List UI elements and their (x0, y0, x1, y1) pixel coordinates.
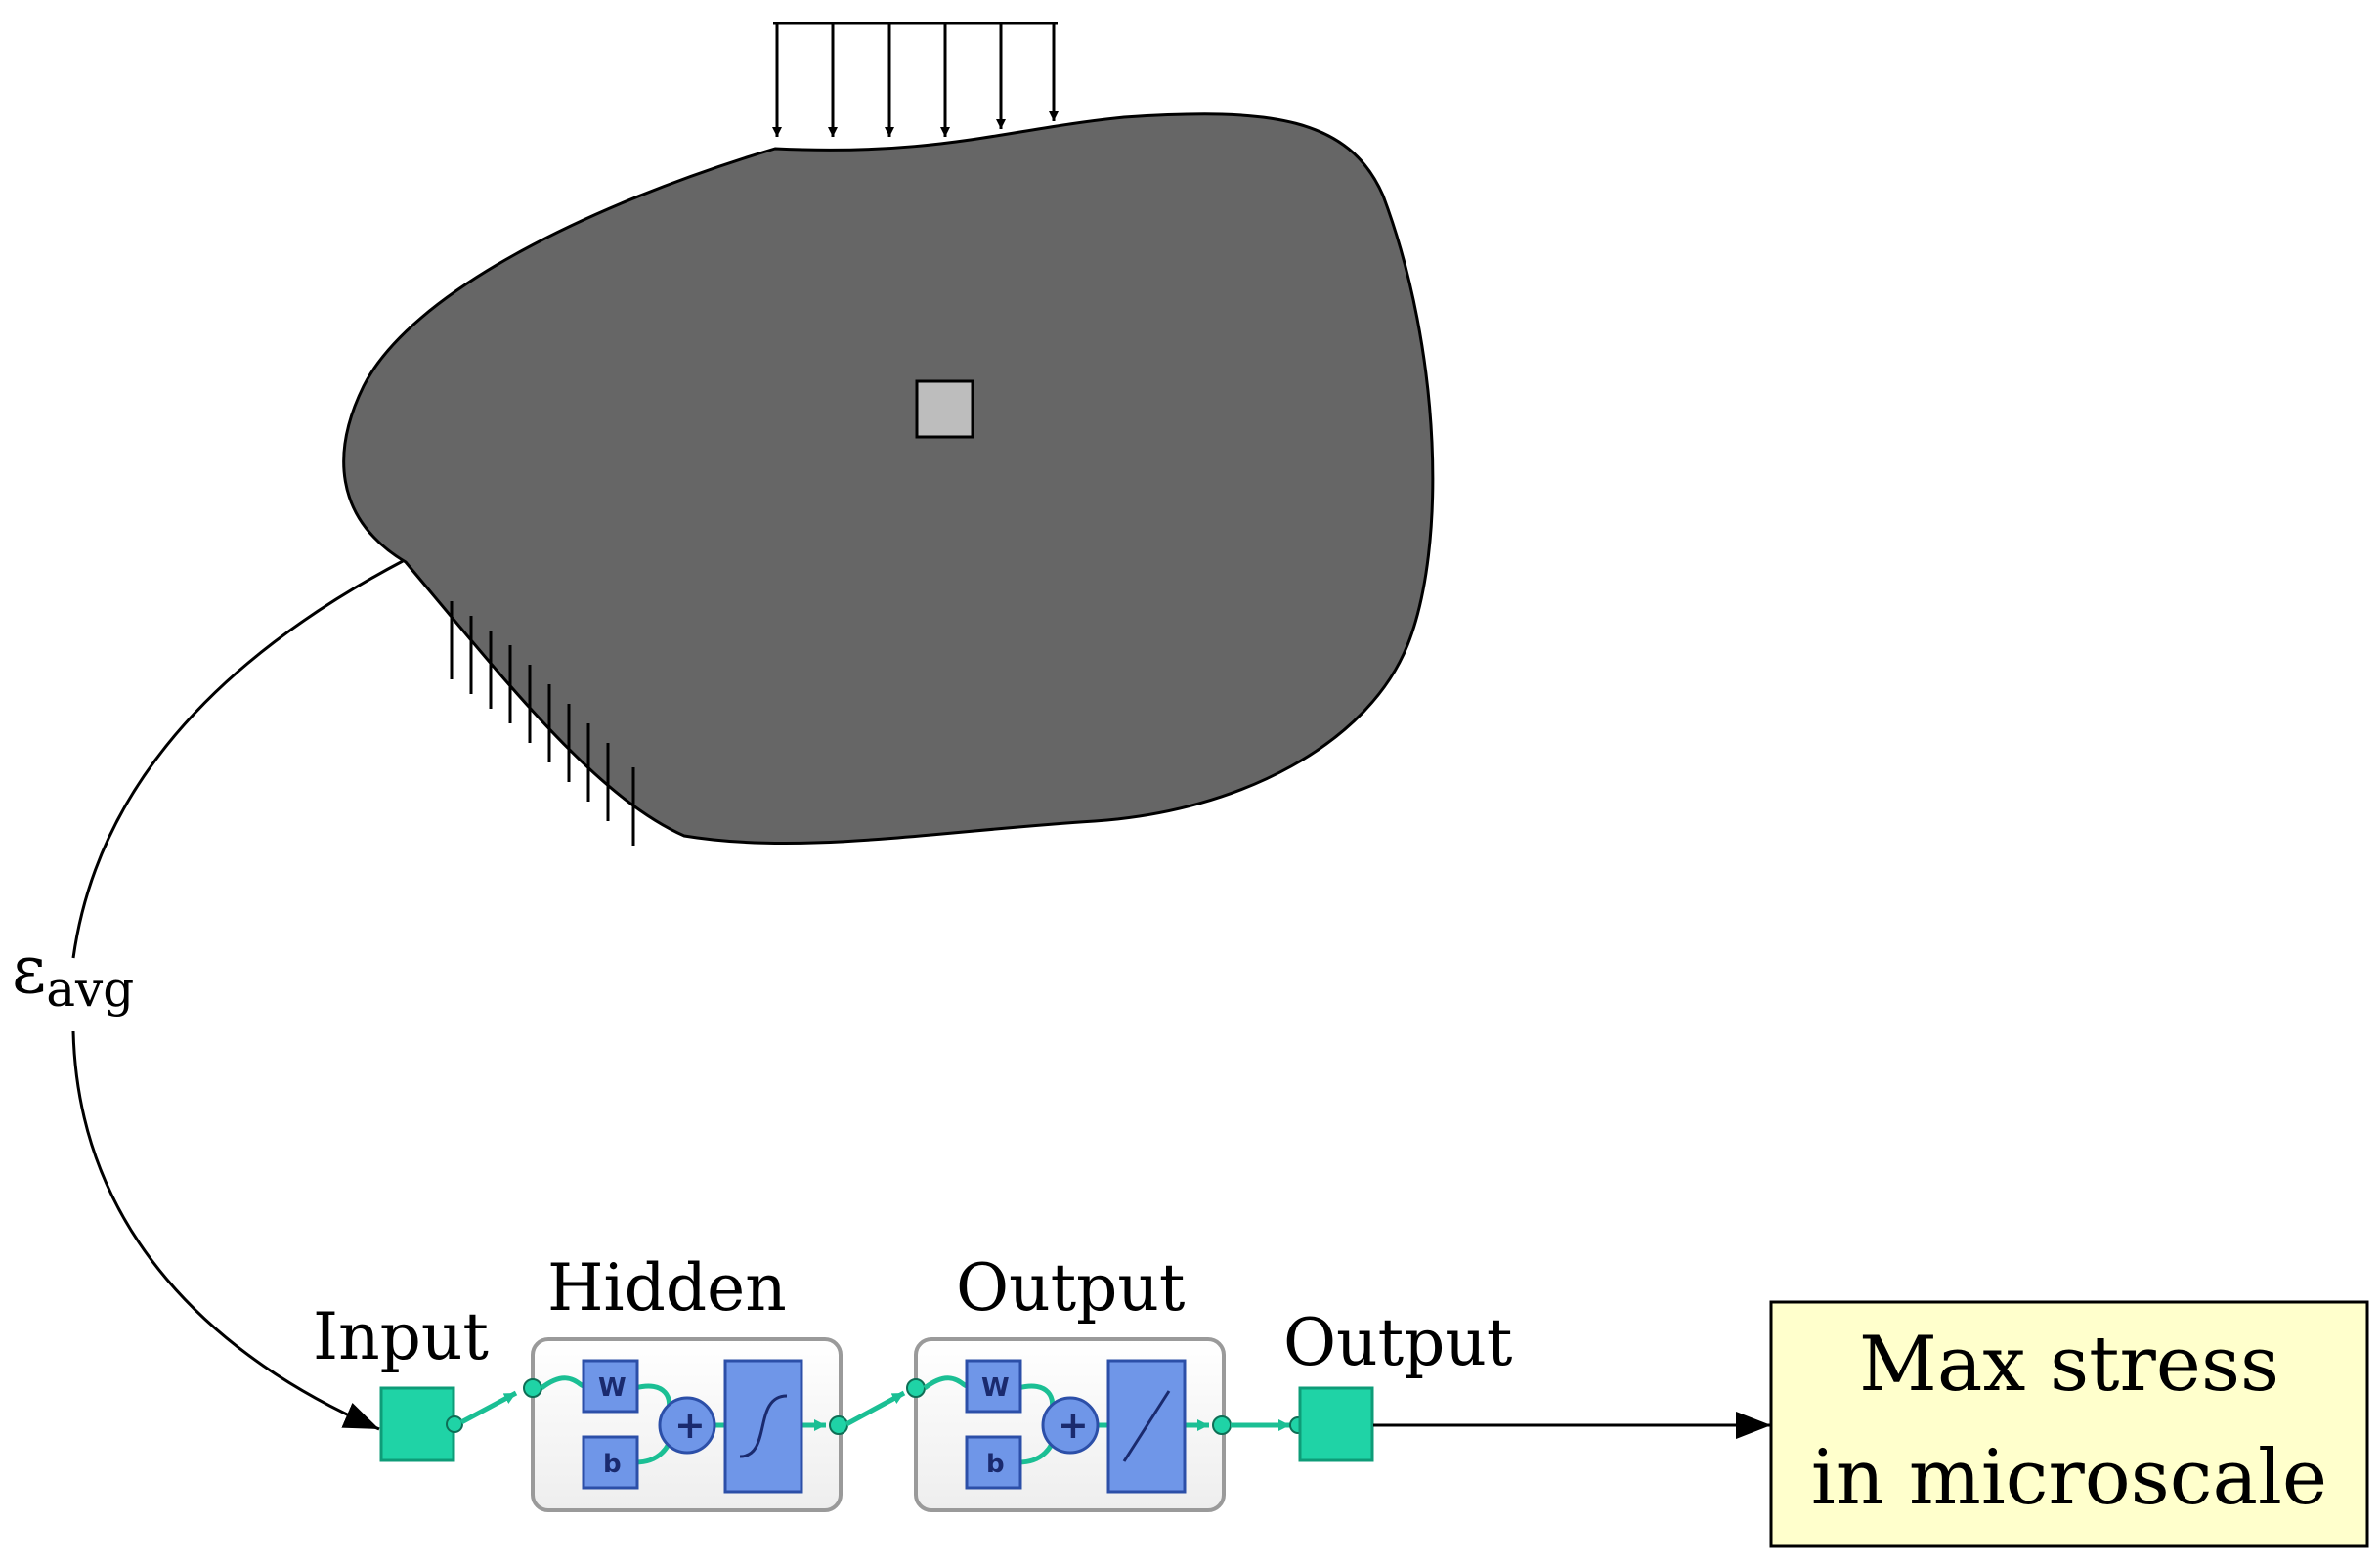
strain-arc-lower (71, 1030, 380, 1431)
output-sum-icon (1041, 1396, 1100, 1455)
strain-label: εavg (12, 932, 134, 1018)
strain-symbol: ε (12, 932, 46, 1009)
result-line-2: in microscale (1811, 1434, 2327, 1522)
svg-text:W: W (981, 1373, 1010, 1403)
fixed-support (450, 601, 635, 846)
hidden-weight-icon (582, 1359, 639, 1414)
strain-subscript: avg (46, 961, 134, 1018)
result-line-1: Max stress (1859, 1321, 2279, 1409)
output-label: Output (1283, 1305, 1512, 1380)
svg-text:b: b (603, 1450, 622, 1479)
input-port (446, 1415, 463, 1433)
output-bias-icon (965, 1435, 1022, 1490)
strain-arc-upper (71, 559, 404, 959)
svg-text:b: b (986, 1450, 1005, 1479)
svg-text:+: + (1058, 1404, 1089, 1447)
hidden-label: Hidden (547, 1250, 787, 1326)
connector-hidden-output (844, 1390, 906, 1427)
hidden-bias-icon (582, 1435, 639, 1490)
distributed-load (772, 22, 1059, 137)
svg-text:+: + (674, 1404, 706, 1447)
input-label: Input (313, 1299, 489, 1374)
output-weight-icon (965, 1359, 1022, 1414)
input-node (379, 1386, 455, 1462)
output-layer-label: Output (956, 1250, 1185, 1326)
rve-square (915, 379, 974, 439)
hidden-sum-icon (658, 1396, 716, 1455)
output-layer: W b + (906, 1337, 1232, 1512)
hidden-layer: W b + (523, 1337, 848, 1512)
output-node (1298, 1386, 1374, 1462)
macroscale-body (342, 112, 1435, 846)
result-box (1769, 1300, 2369, 1548)
connector-input-hidden (459, 1390, 518, 1425)
svg-text:W: W (598, 1373, 627, 1403)
